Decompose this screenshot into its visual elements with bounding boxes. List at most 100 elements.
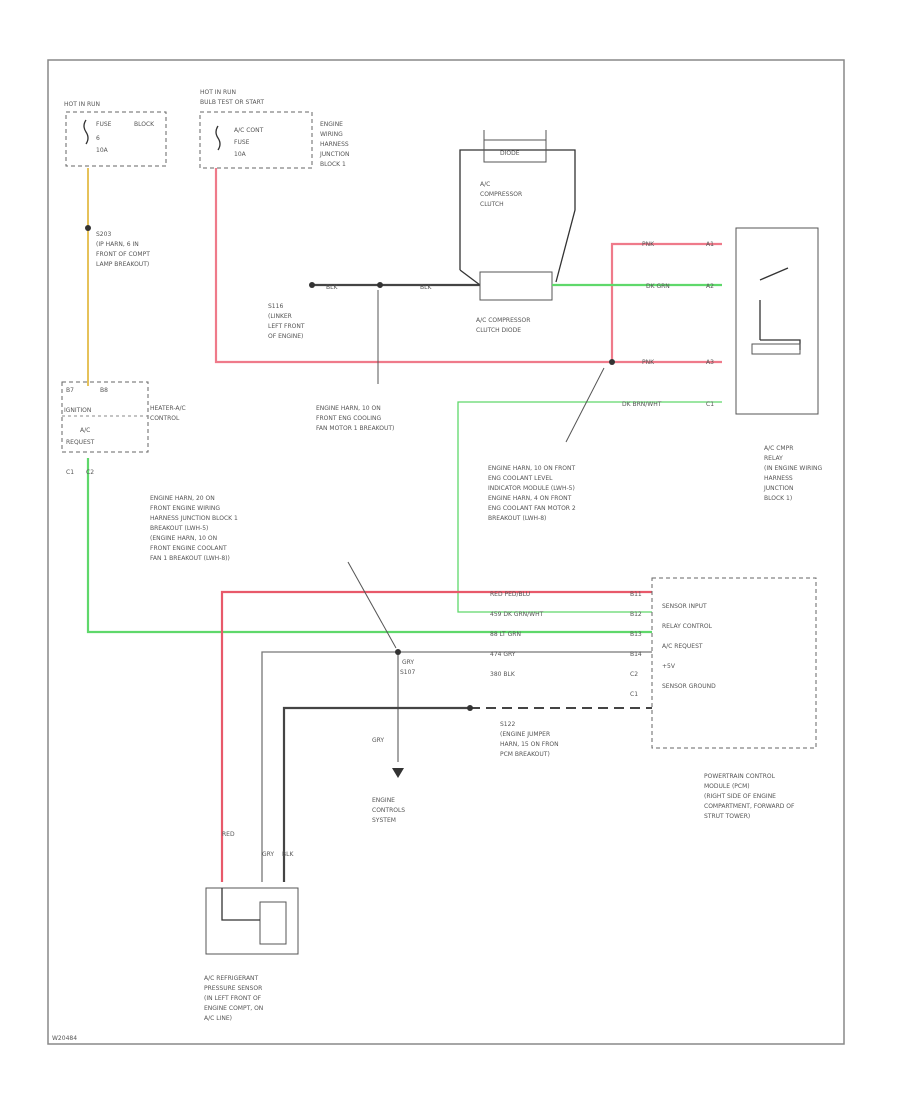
relay-outline — [735, 227, 819, 415]
relay-id-a1: A1 — [706, 241, 714, 248]
clutch-loop-left — [459, 269, 481, 286]
junction-block-fuse: HOT IN RUN BULB TEST OR START A/C CONT F… — [199, 89, 313, 169]
jb-hot2: BULB TEST OR START — [200, 99, 264, 106]
engine-harn-1-line: ENGINE HARN, 10 ON — [316, 405, 381, 412]
s107-dot — [395, 649, 401, 655]
engine-harn-3-line: HARNESS JUNCTION BLOCK 1 — [150, 515, 238, 522]
relay-id-a3: A3 — [706, 359, 714, 366]
pcm-wire-line: 88 LT GRN — [490, 631, 521, 638]
jb-outline — [199, 111, 313, 169]
pcm-wire-line: 380 BLK — [490, 671, 516, 678]
splice-s203-line: (IP HARN, 6 IN — [96, 241, 139, 248]
engine-controls-arrow — [392, 768, 404, 778]
wire-gry-5v — [261, 651, 652, 882]
splice-s203-line: FRONT OF COMPT — [96, 251, 150, 258]
sensor-label-line: A/C REFRIGERANT — [204, 975, 259, 982]
pcm-label-line: POWERTRAIN CONTROL — [704, 773, 776, 780]
pcm-wire-line: RED PED/BLU — [490, 591, 530, 598]
clutch-diode-label-line: CLUTCH DIODE — [476, 327, 521, 334]
gry-label: GRY — [372, 737, 384, 744]
engine-harn-2-line: ENGINE HARN, 4 ON FRONT — [488, 495, 572, 502]
sensor-red-lead — [221, 888, 260, 921]
sensor-label-line: PRESSURE SENSOR — [204, 985, 262, 992]
s116-line: (LINKER — [268, 313, 292, 320]
leader-harn-3 — [347, 561, 397, 649]
clutch-label-line: CLUTCH — [480, 201, 504, 208]
jb-label-line: WIRING — [320, 131, 343, 138]
hvac-label-line: CONTROL — [150, 415, 180, 422]
hvac-pin-b8: B8 — [100, 387, 108, 394]
engine-controls-line: ENGINE — [372, 797, 395, 804]
relay-pin-pnk1: PNK — [642, 241, 655, 248]
wire-ltgrn-request — [86, 458, 652, 634]
ac-cmpr-relay — [735, 227, 819, 415]
s122-line: HARN, 15 ON FRON — [500, 741, 559, 748]
s122-line: PCM BREAKOUT) — [500, 751, 550, 758]
pcm-pin-id-line: B14 — [630, 651, 642, 658]
pcm-pin-line: +5V — [662, 663, 676, 670]
relay-switch-arm — [759, 267, 789, 281]
pcm-pin-line: A/C REQUEST — [662, 643, 703, 650]
jb-fuse-name: A/C CONT — [234, 127, 264, 134]
jb-fuse: FUSE — [234, 139, 250, 146]
wire-blk2-label: BLK — [420, 284, 432, 291]
pcm-pin-id-line: B11 — [630, 591, 642, 598]
fuse-block-outline — [65, 111, 167, 167]
wire-red-sensor-input — [220, 590, 652, 882]
pcm-pin-id-line: B13 — [630, 631, 642, 638]
engine-harn-2-line: BREAKOUT (LWH-8) — [488, 515, 546, 522]
engine-harn-1-line: FAN MOTOR 1 BREAKOUT) — [316, 425, 394, 432]
engine-harn-2-line: INDICATOR MODULE (LWH-5) — [488, 485, 575, 492]
fuse-block-hot: HOT IN RUN — [64, 101, 100, 108]
s116-line: OF ENGINE) — [268, 333, 303, 340]
engine-harn-2-line: ENG COOLANT FAN MOTOR 2 — [488, 505, 576, 512]
s122-line: (ENGINE JUMPER — [500, 731, 550, 738]
relay-label-line: JUNCTION — [763, 485, 793, 492]
pcm-label-line: STRUT TOWER) — [704, 813, 750, 820]
s116-dot — [309, 282, 315, 288]
sensor-label-line: A/C LINE) — [204, 1015, 232, 1022]
footer-code: W20484 — [52, 1035, 77, 1042]
hvac-pin-c1: C1 — [66, 469, 74, 476]
relay-id-a2: A2 — [706, 283, 714, 290]
wire-blk-label: BLK — [326, 284, 338, 291]
splice-s203-dot — [85, 225, 91, 231]
clutch-coil-loop — [459, 149, 576, 283]
s116-line: LEFT FRONT — [268, 323, 305, 330]
sensor-label-line: (IN LEFT FRONT OF — [204, 995, 262, 1002]
engine-harn-3-line: FRONT ENGINE COOLANT — [150, 545, 227, 552]
wire-dkbrn-relay-control — [457, 401, 722, 613]
s122-dot — [467, 705, 473, 711]
pressure-sensor — [205, 887, 299, 955]
pcm-label-line: (RIGHT SIDE OF ENGINE — [704, 793, 776, 800]
hvac-request: REQUEST — [66, 439, 95, 446]
relay-pin-dkbrn: DK BRN/WHT — [622, 401, 662, 408]
pcm-wire-line: 474 GRY — [490, 651, 516, 658]
s116-line: S116 — [268, 303, 283, 310]
sensor-element — [259, 901, 287, 945]
engine-harn-1-line: FRONT ENG COOLING — [316, 415, 381, 422]
wire-pink-relay — [610, 242, 722, 362]
fuse-block-title: BLOCK — [134, 121, 155, 128]
fuse-block-fuse: FUSE — [96, 121, 112, 128]
jb-label-line: BLOCK 1 — [320, 161, 346, 168]
splice-pink-dot — [609, 359, 615, 365]
relay-label-line: BLOCK 1) — [764, 495, 792, 502]
diode-box-label: DIODE — [500, 150, 520, 157]
sensor-label-line: ENGINE COMPT, ON — [204, 1005, 263, 1012]
clutch-label-line: COMPRESSOR — [480, 191, 522, 198]
relay-label-line: HARNESS — [764, 475, 793, 482]
clutch-label-line: A/C — [480, 181, 490, 188]
relay-coil — [751, 343, 801, 355]
hvac-ac: A/C — [80, 427, 90, 434]
wire-pink-main — [214, 168, 722, 364]
pcm-wire-line: 459 DK GRN/WHT — [490, 611, 544, 618]
pcm-pin-id-line: B12 — [630, 611, 642, 618]
relay-pin-pnk2: PNK — [642, 359, 655, 366]
blk-splice-dot — [377, 282, 383, 288]
jb-hot: HOT IN RUN — [200, 89, 236, 96]
pcm-pin-id-line: C1 — [630, 691, 638, 698]
jb-label-line: JUNCTION — [319, 151, 349, 158]
gry-wire-label: GRY — [402, 659, 414, 666]
fuse-block: HOT IN RUN FUSE BLOCK 6 10A — [64, 101, 167, 167]
